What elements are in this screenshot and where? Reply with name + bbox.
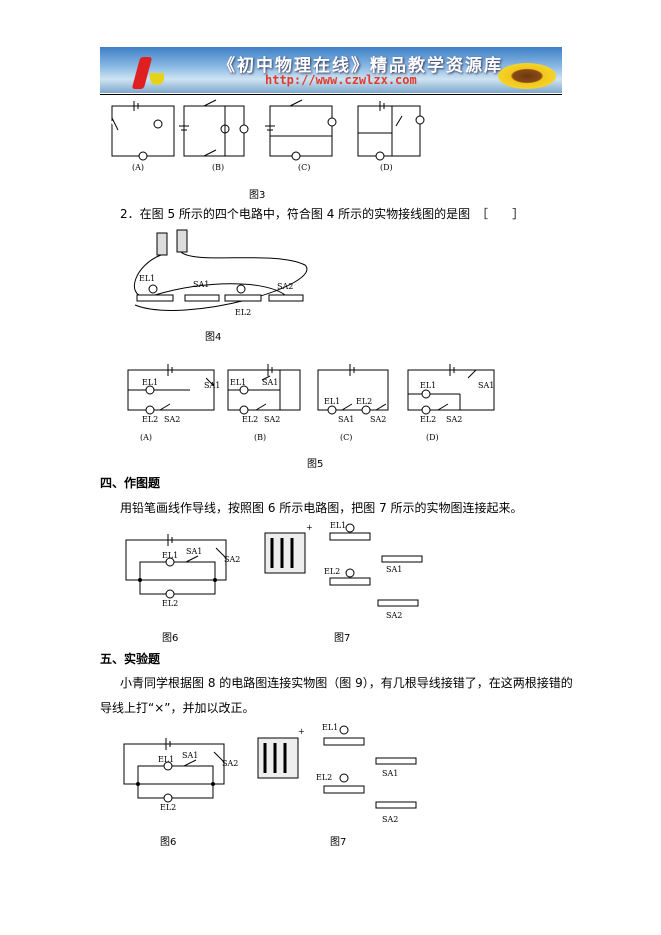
banner-title: 《初中物理在线》精品教学资源库 bbox=[218, 56, 503, 76]
svg-text:SA1: SA1 bbox=[386, 565, 402, 574]
figure-4-caption: 图4 bbox=[205, 332, 222, 343]
sunflower-image bbox=[498, 63, 556, 89]
svg-text:EL1: EL1 bbox=[322, 723, 338, 732]
svg-text:EL1: EL1 bbox=[158, 755, 174, 764]
question-2-text: 2．在图 5 所示的四个电路中，符合图 4 所示的实物接线图的是图 ［ ］ bbox=[120, 207, 525, 221]
logo-icon-part bbox=[150, 73, 164, 85]
header-rule bbox=[100, 94, 562, 95]
svg-text:EL1: EL1 bbox=[324, 397, 340, 406]
svg-text:(D): (D) bbox=[380, 163, 393, 172]
figure-7-caption-2: 图7 bbox=[330, 837, 347, 848]
svg-text:EL1: EL1 bbox=[142, 378, 158, 387]
figure-6-caption: 图6 bbox=[162, 633, 179, 644]
figure-5-caption: 图5 bbox=[307, 459, 324, 470]
figure-7-caption: 图7 bbox=[334, 633, 351, 644]
svg-text:+: + bbox=[298, 727, 305, 736]
section-4-heading: 四、作图题 bbox=[100, 476, 161, 490]
svg-text:EL1: EL1 bbox=[420, 381, 436, 390]
circuit-b bbox=[179, 99, 249, 157]
svg-text:EL2: EL2 bbox=[316, 773, 332, 782]
circuit-5d bbox=[407, 364, 495, 415]
circuit-c bbox=[265, 99, 337, 161]
svg-text:EL2: EL2 bbox=[162, 599, 178, 608]
svg-text:(A): (A) bbox=[132, 163, 144, 172]
svg-text:EL2: EL2 bbox=[242, 415, 258, 424]
figure-3-circuits: (A) (B) (C) (D) bbox=[110, 99, 425, 172]
svg-text:EL2: EL2 bbox=[235, 308, 251, 317]
svg-text:SA2: SA2 bbox=[386, 611, 402, 620]
circuit-a bbox=[110, 101, 175, 161]
svg-text:SA1: SA1 bbox=[193, 280, 209, 289]
section-5-text-2: 导线上打“×”，并加以改正。 bbox=[100, 701, 255, 715]
svg-text:SA2: SA2 bbox=[277, 282, 293, 291]
svg-text:SA2: SA2 bbox=[382, 815, 398, 824]
circuit-5a bbox=[127, 364, 215, 415]
banner-url: http://www.czwlzx.com bbox=[265, 73, 417, 87]
svg-text:SA2: SA2 bbox=[222, 759, 238, 768]
circuit-5c bbox=[317, 364, 389, 415]
section-4-text: 用铅笔画线作导线，按照图 6 所示电路图，把图 7 所示的实物图连接起来。 bbox=[120, 501, 523, 515]
svg-text:EL1: EL1 bbox=[330, 521, 346, 530]
svg-text:(C): (C) bbox=[340, 433, 352, 442]
svg-text:EL1: EL1 bbox=[162, 551, 178, 560]
section-5-text-1: 小青同学根据图 8 的电路图连接实物图（图 9），有几根导线接错了，在这两根接错… bbox=[120, 676, 573, 690]
circuit-d bbox=[357, 101, 425, 161]
svg-text:SA2: SA2 bbox=[370, 415, 386, 424]
section-5-heading: 五、实验题 bbox=[100, 652, 161, 666]
svg-text:(D): (D) bbox=[426, 433, 439, 442]
svg-text:SA1: SA1 bbox=[338, 415, 354, 424]
svg-text:+: + bbox=[306, 523, 313, 532]
figure-6-caption-2: 图6 bbox=[160, 837, 177, 848]
svg-text:(A): (A) bbox=[140, 433, 152, 442]
svg-text:SA1: SA1 bbox=[478, 381, 494, 390]
svg-text:EL2: EL2 bbox=[356, 397, 372, 406]
svg-text:EL2: EL2 bbox=[142, 415, 158, 424]
header-banner: 《初中物理在线》精品教学资源库 http://www.czwlzx.com bbox=[100, 47, 562, 93]
svg-text:(B): (B) bbox=[254, 433, 266, 442]
svg-text:SA2: SA2 bbox=[264, 415, 280, 424]
svg-text:SA1: SA1 bbox=[382, 769, 398, 778]
svg-text:SA1: SA1 bbox=[262, 378, 278, 387]
svg-text:EL1: EL1 bbox=[230, 378, 246, 387]
svg-text:SA2: SA2 bbox=[446, 415, 462, 424]
svg-text:SA1: SA1 bbox=[204, 381, 220, 390]
svg-text:SA2: SA2 bbox=[224, 555, 240, 564]
svg-text:SA2: SA2 bbox=[164, 415, 180, 424]
svg-text:SA1: SA1 bbox=[182, 751, 198, 760]
svg-text:EL2: EL2 bbox=[420, 415, 436, 424]
svg-text:EL2: EL2 bbox=[324, 567, 340, 576]
svg-text:EL1: EL1 bbox=[139, 274, 155, 283]
circuit-5b bbox=[227, 364, 301, 415]
svg-text:EL2: EL2 bbox=[160, 803, 176, 812]
svg-text:(B): (B) bbox=[212, 163, 224, 172]
figure-3-caption: 图3 bbox=[249, 190, 266, 201]
svg-text:SA1: SA1 bbox=[186, 547, 202, 556]
svg-text:(C): (C) bbox=[298, 163, 310, 172]
